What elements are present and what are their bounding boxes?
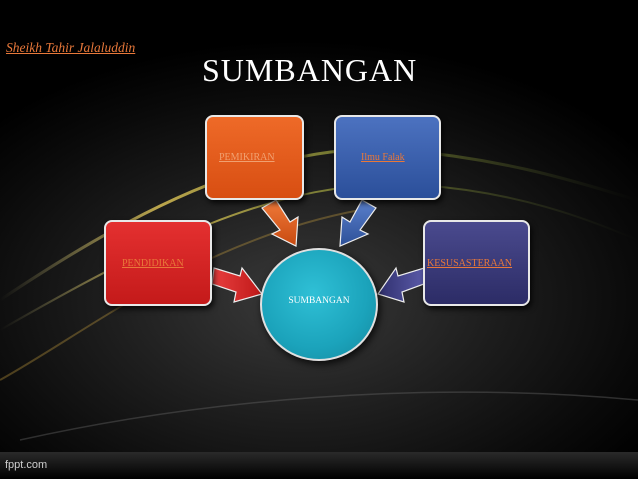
node-pemikiran-label[interactable]: PEMIKIRAN <box>219 152 275 163</box>
author-link[interactable]: Sheikh Tahir Jalaluddin <box>6 40 136 55</box>
node-pendidikan-label[interactable]: PENDIDIKAN <box>122 258 184 269</box>
node-kesusasteraan <box>423 220 530 306</box>
node-pendidikan <box>104 220 212 306</box>
node-ilmu-falak <box>334 115 441 200</box>
node-pemikiran <box>205 115 304 200</box>
node-kesusasteraan-label[interactable]: KESUSASTERAAN <box>427 258 513 269</box>
footer-bar <box>0 452 638 479</box>
arrow-pemikiran <box>261 199 299 247</box>
brand-watermark: fppt.com <box>5 459 48 471</box>
arrow-ilmu-falak <box>339 199 377 247</box>
center-node <box>260 248 378 361</box>
node-ilmu-falak-label[interactable]: Ilmu Falak <box>361 152 405 163</box>
arrow-pendidikan <box>211 266 264 303</box>
slide-title: SUMBANGAN <box>202 52 418 88</box>
arrow-kesusasteraan <box>377 266 425 303</box>
center-node-label: SUMBANGAN <box>288 296 350 306</box>
